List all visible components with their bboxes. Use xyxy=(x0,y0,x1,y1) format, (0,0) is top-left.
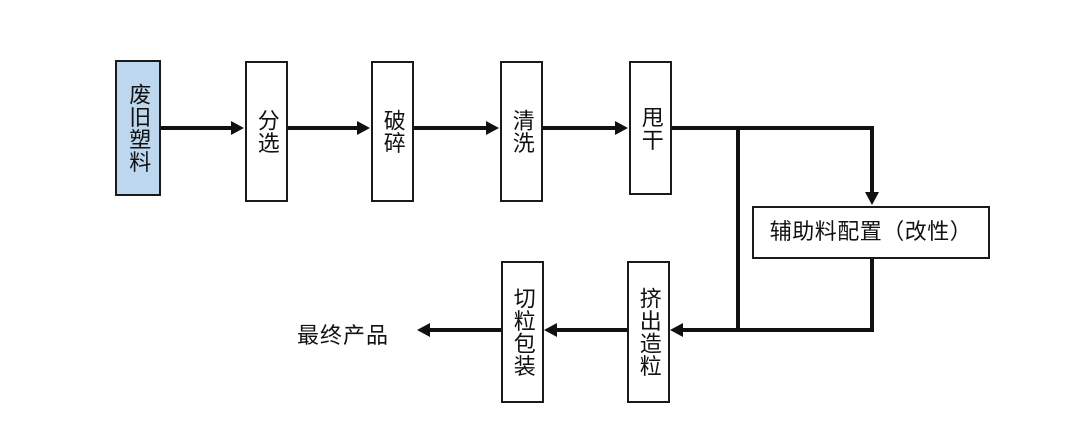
edge-crushing-to-washing-line xyxy=(414,126,487,130)
node-pelletizing-packaging[interactable]: 切粒包装 xyxy=(501,261,544,403)
edge-extrusion-to-pelletizing-arrowhead xyxy=(544,323,557,337)
edge-auxiliary-to-extrusion-arrowhead xyxy=(670,323,683,337)
edge-drying-to-auxiliary-arrowhead xyxy=(865,192,879,205)
edge-pelletizing-to-final-arrowhead xyxy=(417,323,430,337)
edge-auxiliary-to-extrusion-left xyxy=(682,328,874,332)
edge-drying-branch-bus xyxy=(672,126,874,130)
edge-drying-to-auxiliary-drop xyxy=(870,126,874,196)
edge-waste-to-sorting-arrowhead xyxy=(231,121,244,135)
edge-washing-to-drying-arrowhead xyxy=(615,121,628,135)
edge-auxiliary-to-extrusion-down xyxy=(870,259,874,332)
label-final-product: 最终产品 xyxy=(297,323,390,348)
node-sorting[interactable]: 分选 xyxy=(245,61,288,202)
edge-extrusion-to-pelletizing-line xyxy=(556,328,627,332)
node-spin-drying[interactable]: 甩干 xyxy=(629,61,672,195)
node-auxiliary-material[interactable]: 辅助料配置（改性） xyxy=(752,206,990,259)
node-crushing[interactable]: 破碎 xyxy=(371,61,414,202)
edge-sorting-to-crushing-line xyxy=(288,126,359,130)
edge-crushing-to-washing-arrowhead xyxy=(486,121,499,135)
node-waste-plastic[interactable]: 废旧塑料 xyxy=(115,60,161,196)
edge-waste-to-sorting-line xyxy=(161,126,233,130)
node-washing[interactable]: 清洗 xyxy=(500,61,543,202)
edge-drying-bypass-down xyxy=(736,126,740,332)
edge-washing-to-drying-line xyxy=(543,126,616,130)
edge-sorting-to-crushing-arrowhead xyxy=(357,121,370,135)
node-extrusion-granulation[interactable]: 挤出造粒 xyxy=(627,261,670,403)
edge-pelletizing-to-final-line xyxy=(429,328,501,332)
